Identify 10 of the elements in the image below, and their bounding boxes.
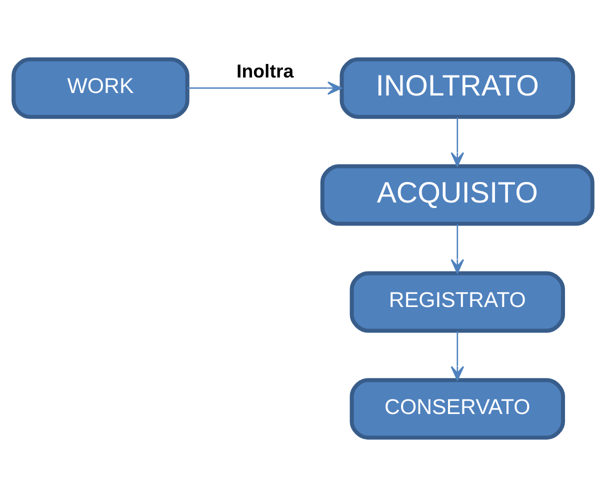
node-box: REGISTRATO: [350, 270, 565, 332]
node-box: INOLTRATO: [340, 56, 576, 118]
node-box: WORK: [12, 56, 190, 118]
arrow: [188, 80, 342, 94]
node-box: CONSERVATO: [350, 378, 565, 440]
arrow: [450, 330, 464, 380]
arrow: [450, 116, 464, 166]
arrow: [450, 224, 464, 274]
node-box: ACQUISITO: [320, 164, 594, 226]
edge-label: Inoltra: [236, 60, 294, 82]
